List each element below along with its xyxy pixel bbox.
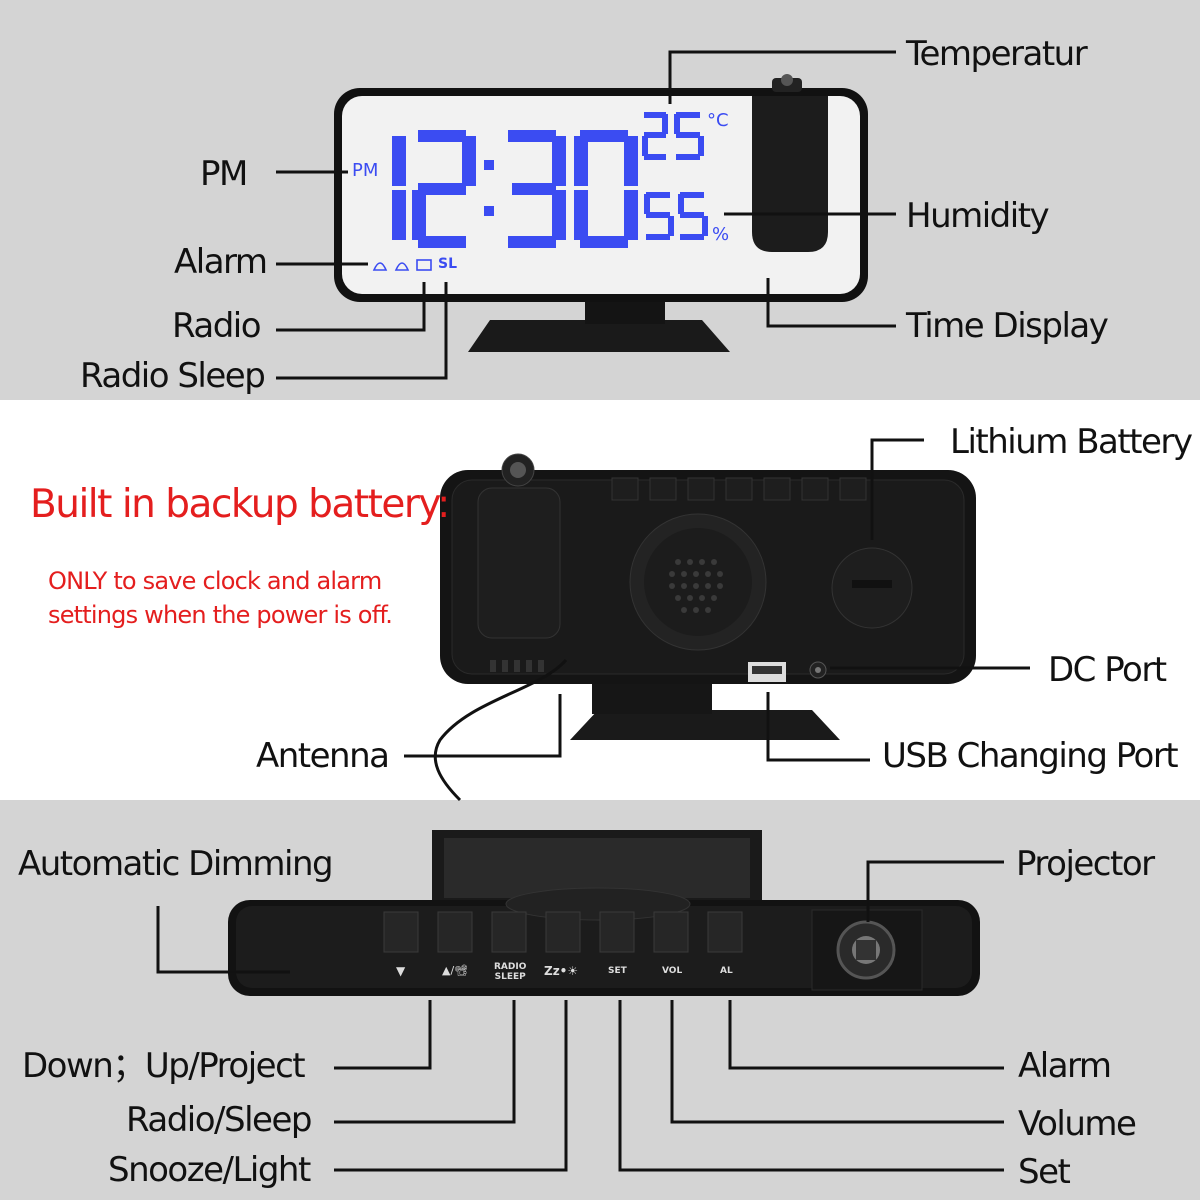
label-dc-port: DC Port — [1048, 650, 1167, 690]
led-temp-digits — [642, 112, 704, 160]
mark-al: AL — [720, 966, 733, 976]
clock-top-view — [228, 830, 980, 996]
leader-lines — [156, 50, 1030, 1172]
mark-radio: RADIO — [494, 962, 527, 972]
display-humidity-unit: % — [712, 224, 730, 245]
label-pm: PM — [200, 154, 248, 194]
display-pm-indicator: PM — [352, 160, 379, 181]
label-humidity: Humidity — [906, 196, 1050, 236]
mark-snooze: Zz•☀ — [544, 964, 579, 978]
radio-icon — [416, 259, 432, 271]
label-time-display: Time Display — [906, 306, 1109, 346]
label-set: Set — [1018, 1152, 1071, 1192]
clock-back — [433, 453, 976, 802]
alarm2-icon — [394, 262, 410, 271]
display-status-icons — [372, 259, 432, 271]
label-projector: Projector — [1016, 844, 1155, 884]
battery-note: ONLY to save clock and alarm settings wh… — [48, 564, 393, 632]
mark-sleep: SLEEP — [494, 972, 526, 982]
label-usb-port: USB Changing Port — [882, 736, 1179, 776]
label-radio: Radio — [172, 306, 262, 346]
label-radio-sleep-btn: Radio/Sleep — [126, 1100, 312, 1140]
battery-title: Built in backup battery: — [30, 482, 450, 527]
label-down-up: Down；Up/Project — [22, 1046, 306, 1086]
battery-note-line2: settings when the power is off. — [48, 601, 393, 629]
mark-down: ▼ — [396, 964, 406, 978]
led-time-digits — [392, 130, 638, 248]
label-lithium-battery: Lithium Battery — [950, 422, 1193, 462]
label-antenna: Antenna — [256, 736, 390, 776]
display-sl-indicator: SL — [438, 256, 458, 272]
mark-vol: VOL — [662, 966, 683, 976]
mark-radio-sleep: RADIO SLEEP — [494, 962, 526, 982]
label-volume: Volume — [1018, 1104, 1137, 1144]
led-humidity-digits — [644, 192, 708, 240]
battery-note-line1: ONLY to save clock and alarm — [48, 567, 382, 595]
label-temperature: Temperatur — [906, 34, 1088, 74]
label-alarm-btn: Alarm — [1018, 1046, 1112, 1086]
alarm1-icon — [372, 262, 388, 271]
label-automatic-dimming: Automatic Dimming — [18, 844, 334, 884]
display-temp-unit: °C — [707, 110, 729, 131]
label-radio-sleep: Radio Sleep — [80, 356, 266, 396]
mark-set: SET — [608, 966, 627, 976]
label-snooze-light: Snooze/Light — [108, 1150, 311, 1190]
mark-up-project: ▲/📽 — [442, 964, 469, 977]
label-alarm: Alarm — [174, 242, 268, 282]
speaker-grill — [669, 559, 723, 613]
